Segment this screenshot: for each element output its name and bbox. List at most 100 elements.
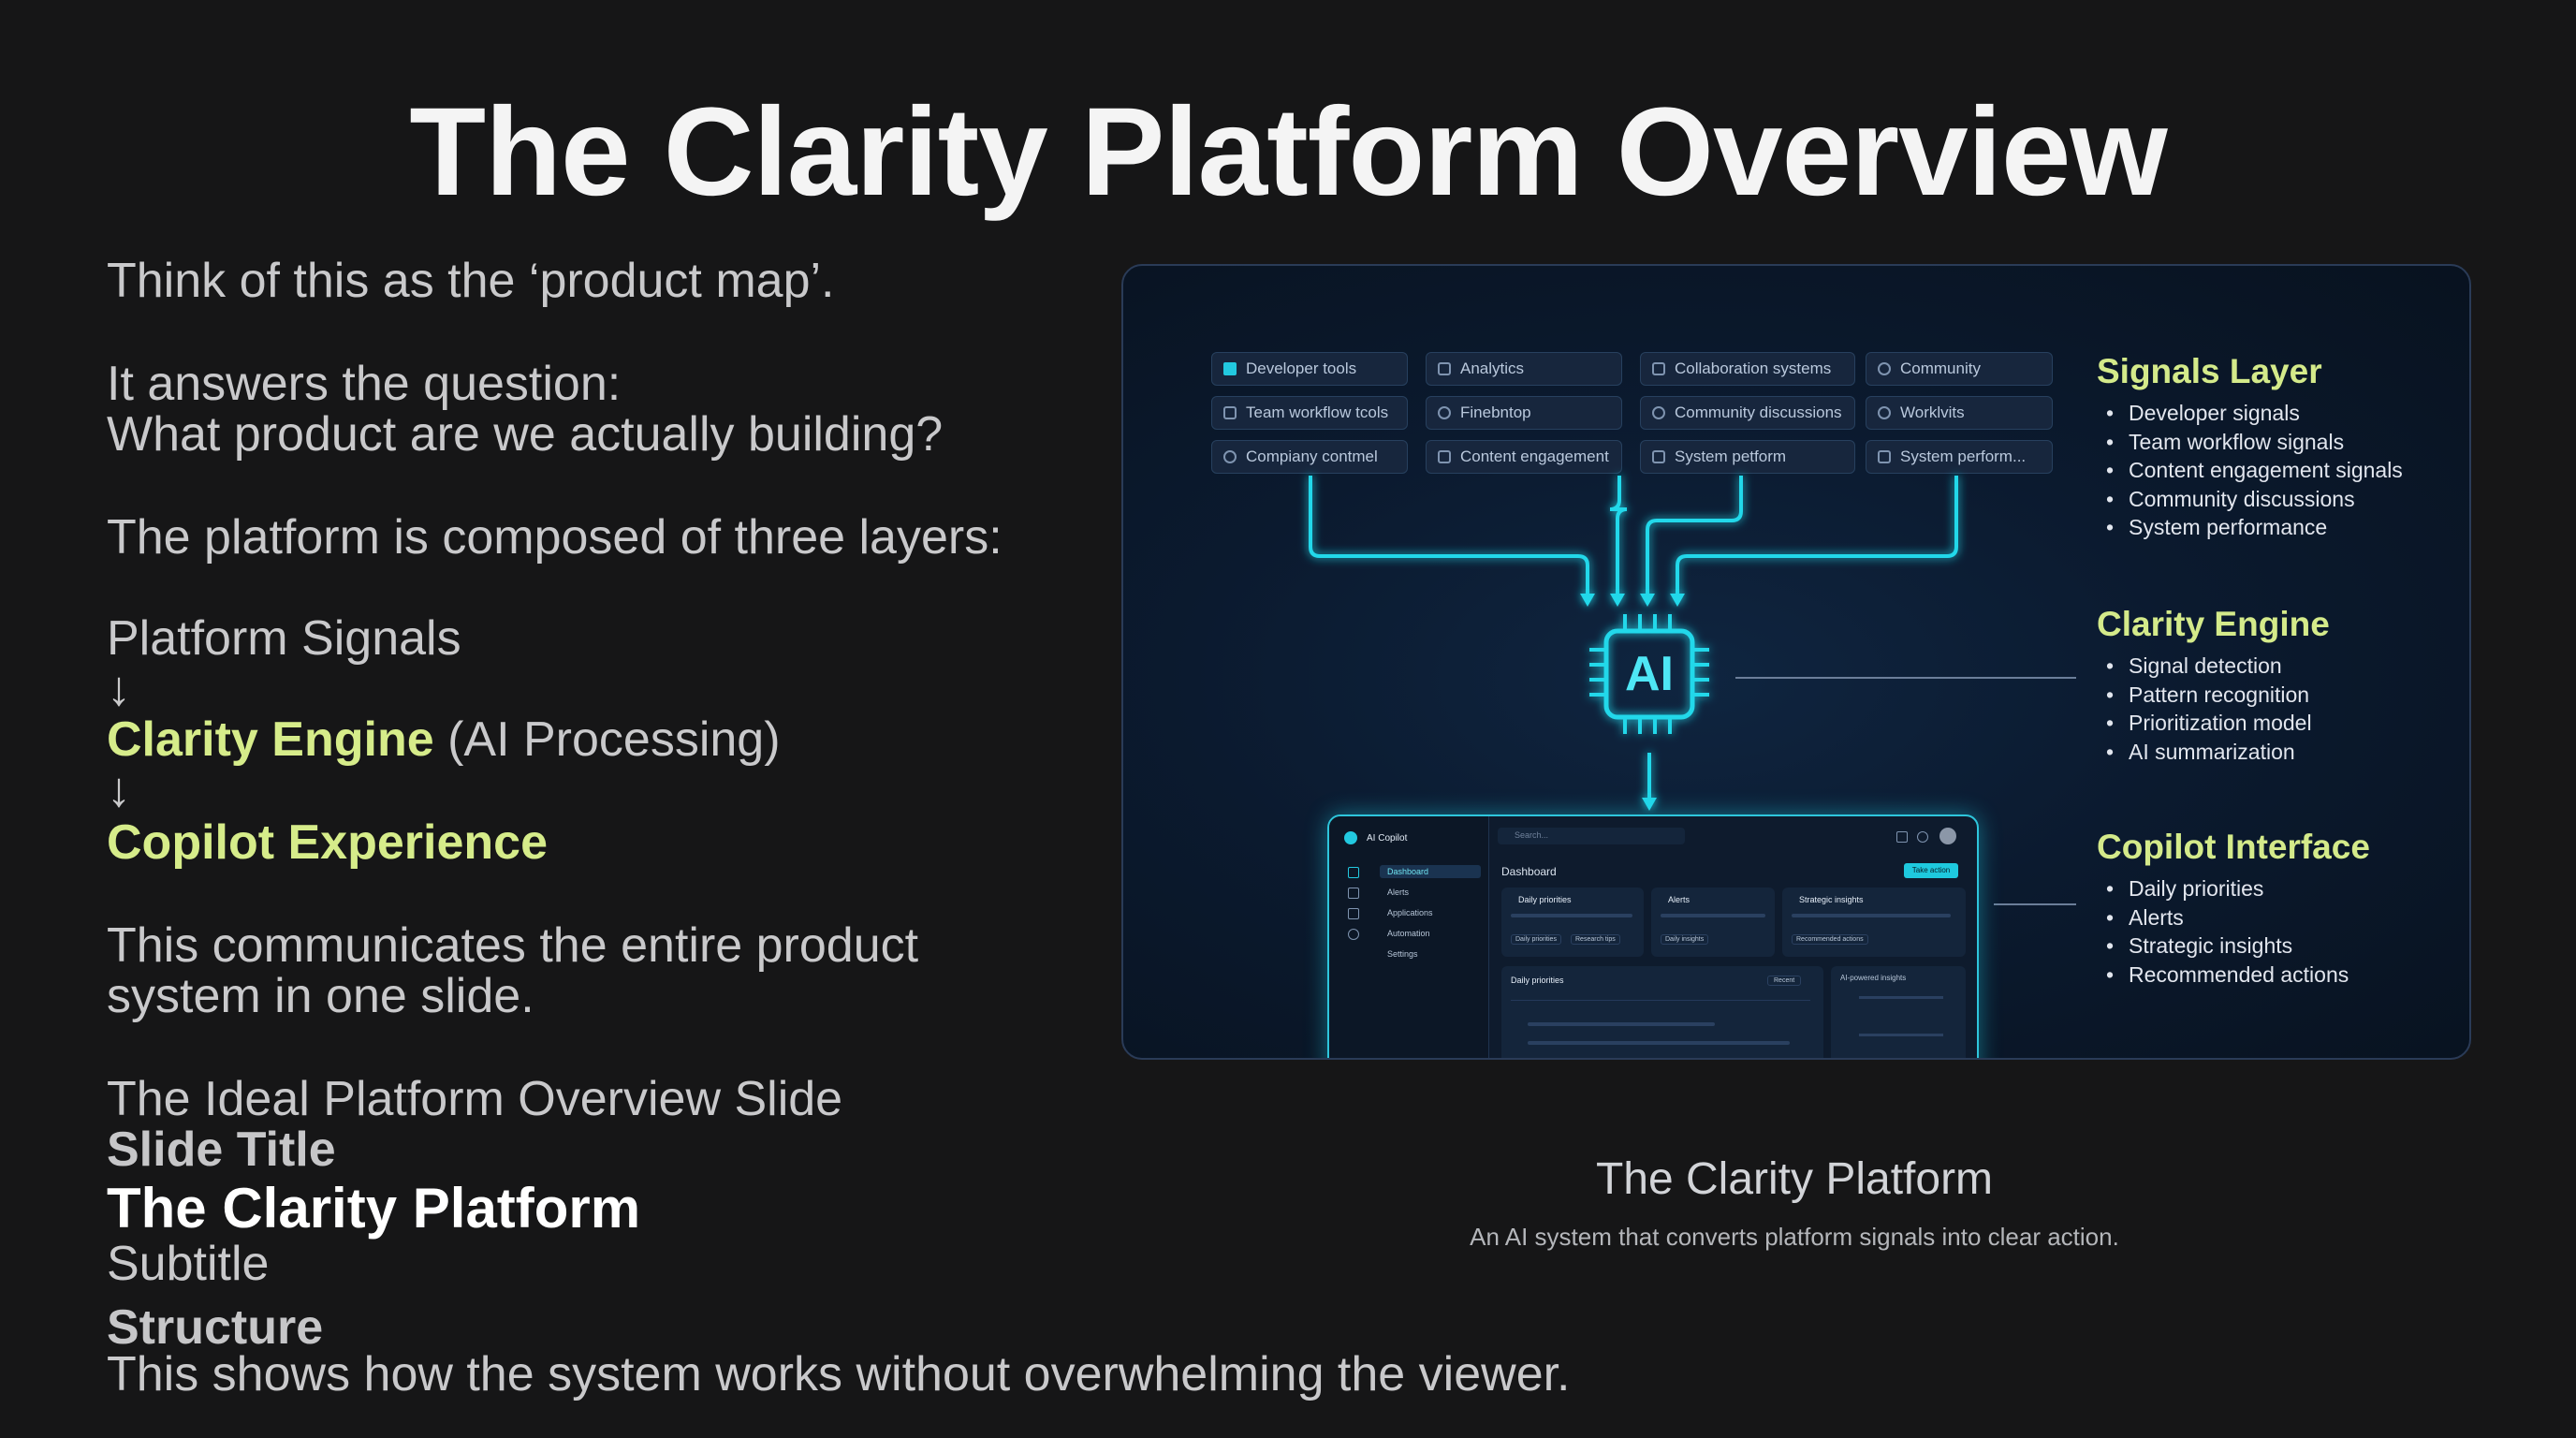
tile-label: Collaboration systems xyxy=(1675,360,1832,377)
card-tag[interactable]: Research tips xyxy=(1571,934,1620,945)
communicates-line-1: This communicates the entire product xyxy=(107,918,919,973)
search-input[interactable]: Search... xyxy=(1515,830,1549,840)
grid-icon[interactable] xyxy=(1896,831,1908,843)
signal-tile: System petform xyxy=(1640,440,1855,474)
placeholder-line xyxy=(1859,1034,1943,1036)
list-item: Team workflow signals xyxy=(2097,428,2403,457)
developer-tools-icon xyxy=(1223,362,1237,375)
layers-intro: The platform is composed of three layers… xyxy=(107,510,1003,565)
shield-icon xyxy=(1652,450,1665,463)
card-title: Alerts xyxy=(1668,895,1690,904)
structure-label: Structure xyxy=(107,1300,324,1355)
engine-list: Signal detection Pattern recognition Pri… xyxy=(2097,652,2312,766)
diagram-caption-title: The Clarity Platform xyxy=(1595,1154,1994,1204)
analytics-icon xyxy=(1438,362,1451,375)
workflow-icon xyxy=(1223,406,1237,419)
nav-active-highlight xyxy=(1380,865,1481,878)
signal-tile: Content engagement xyxy=(1426,440,1622,474)
globe-icon xyxy=(1438,406,1451,419)
diagram-caption-subtitle: An AI system that converts platform sign… xyxy=(1470,1223,2119,1251)
panel-title: AI-powered insights xyxy=(1840,974,1907,982)
tile-label: System petform xyxy=(1675,448,1787,465)
placeholder-line xyxy=(1792,914,1951,917)
filter-dropdown[interactable]: Recent xyxy=(1767,976,1802,986)
signal-tile: System perform... xyxy=(1866,440,2053,474)
signal-tile: Developer tools xyxy=(1211,352,1408,386)
insights-panel: AI-powered insights xyxy=(1831,966,1966,1058)
take-action-button[interactable]: Take action xyxy=(1904,863,1958,878)
nav-item-settings[interactable]: Settings xyxy=(1387,949,1418,959)
placeholder-line xyxy=(1859,996,1943,999)
section-title-signals: Signals Layer xyxy=(2097,352,2322,390)
list-item: Alerts xyxy=(2097,903,2349,932)
dashboard-sidebar: AI Copilot Dashboard Alerts Applications… xyxy=(1329,816,1489,1058)
card-tag[interactable]: Daily priorities xyxy=(1511,934,1561,945)
tile-label: Content engagement xyxy=(1460,448,1609,465)
panel-title: Daily priorities xyxy=(1511,976,1564,985)
discussion-icon xyxy=(1652,406,1665,419)
dashboard-title: Dashboard xyxy=(1501,865,1557,878)
signal-tile: Worklvits xyxy=(1866,396,2053,430)
signal-tile: Analytics xyxy=(1426,352,1622,386)
slide-title-value: The Clarity Platform xyxy=(107,1177,641,1240)
placeholder-line xyxy=(1511,914,1632,917)
subtitle-label: Subtitle xyxy=(107,1237,270,1291)
card-strategic-insights[interactable]: Strategic insights Recommended actions xyxy=(1782,888,1966,957)
list-item: Content engagement signals xyxy=(2097,456,2403,485)
signal-tile: Finebntop xyxy=(1426,396,1622,430)
placeholder-line xyxy=(1528,1041,1790,1045)
tile-label: Community discussions xyxy=(1675,404,1842,421)
list-item: Developer signals xyxy=(2097,399,2403,428)
card-daily-priorities[interactable]: Daily priorities Daily priorities Resear… xyxy=(1501,888,1644,957)
nav-item-dashboard[interactable]: Dashboard xyxy=(1387,867,1429,876)
signal-tile: Collaboration systems xyxy=(1640,352,1855,386)
card-alerts[interactable]: Alerts Daily insights xyxy=(1651,888,1775,957)
copilot-dashboard-preview: AI Copilot Dashboard Alerts Applications… xyxy=(1327,814,1979,1058)
structure-text: This shows how the system works without … xyxy=(107,1347,1571,1401)
clarity-engine-note: (AI Processing) xyxy=(447,712,781,767)
signal-tile: Compiany contmel xyxy=(1211,440,1408,474)
bell-icon xyxy=(1348,888,1359,899)
list-item: Pattern recognition xyxy=(2097,681,2312,710)
signal-tile: Community discussions xyxy=(1640,396,1855,430)
section-title-engine: Clarity Engine xyxy=(2097,605,2330,643)
copyright-icon xyxy=(1223,450,1237,463)
signals-list: Developer signals Team workflow signals … xyxy=(2097,399,2403,542)
layer-clarity-engine: Clarity Engine (AI Processing) xyxy=(107,713,781,766)
card-tag[interactable]: Recommended actions xyxy=(1792,934,1868,945)
gear-icon xyxy=(1348,929,1359,940)
nav-item-alerts[interactable]: Alerts xyxy=(1387,888,1410,897)
tile-label: Analytics xyxy=(1460,360,1525,377)
tile-label: Compiany contmel xyxy=(1246,448,1378,465)
list-item: System performance xyxy=(2097,513,2403,542)
slide-title-label: Slide Title xyxy=(107,1123,336,1177)
card-title: Strategic insights xyxy=(1799,895,1864,904)
tile-label: Team workflow tcols xyxy=(1246,404,1389,421)
logo-icon xyxy=(1344,831,1357,844)
avatar[interactable] xyxy=(1939,828,1956,844)
grid-icon xyxy=(1348,908,1359,919)
nav-item-applications[interactable]: Applications xyxy=(1387,908,1433,917)
tile-label: Worklvits xyxy=(1900,404,1965,421)
tile-label: System perform... xyxy=(1900,448,2027,465)
placeholder-line xyxy=(1661,914,1765,917)
diagram-panel: Developer tools Analytics Collaboration … xyxy=(1121,264,2471,1060)
signal-tile: Community xyxy=(1866,352,2053,386)
nav-item-automation[interactable]: Automation xyxy=(1387,929,1430,938)
card-tag[interactable]: Daily insights xyxy=(1661,934,1709,945)
section-title-copilot: Copilot Interface xyxy=(2097,828,2370,866)
bell-icon[interactable] xyxy=(1917,831,1928,843)
layer-copilot-experience: Copilot Experience xyxy=(107,815,548,870)
tile-label: Developer tools xyxy=(1246,360,1357,377)
list-item: Signal detection xyxy=(2097,652,2312,681)
list-item: AI summarization xyxy=(2097,738,2312,767)
ai-chip-label: AI xyxy=(1625,647,1674,701)
people-icon xyxy=(1652,362,1665,375)
slide-title: The Clarity Platform Overview xyxy=(409,82,2167,222)
clarity-engine-label: Clarity Engine xyxy=(107,712,434,767)
down-arrow-icon: ↓ xyxy=(107,662,131,716)
tile-label: Finebntop xyxy=(1460,404,1531,421)
dashboard-search[interactable]: Search... xyxy=(1498,828,1685,844)
globe-icon xyxy=(1878,406,1891,419)
chat-icon xyxy=(1878,362,1891,375)
